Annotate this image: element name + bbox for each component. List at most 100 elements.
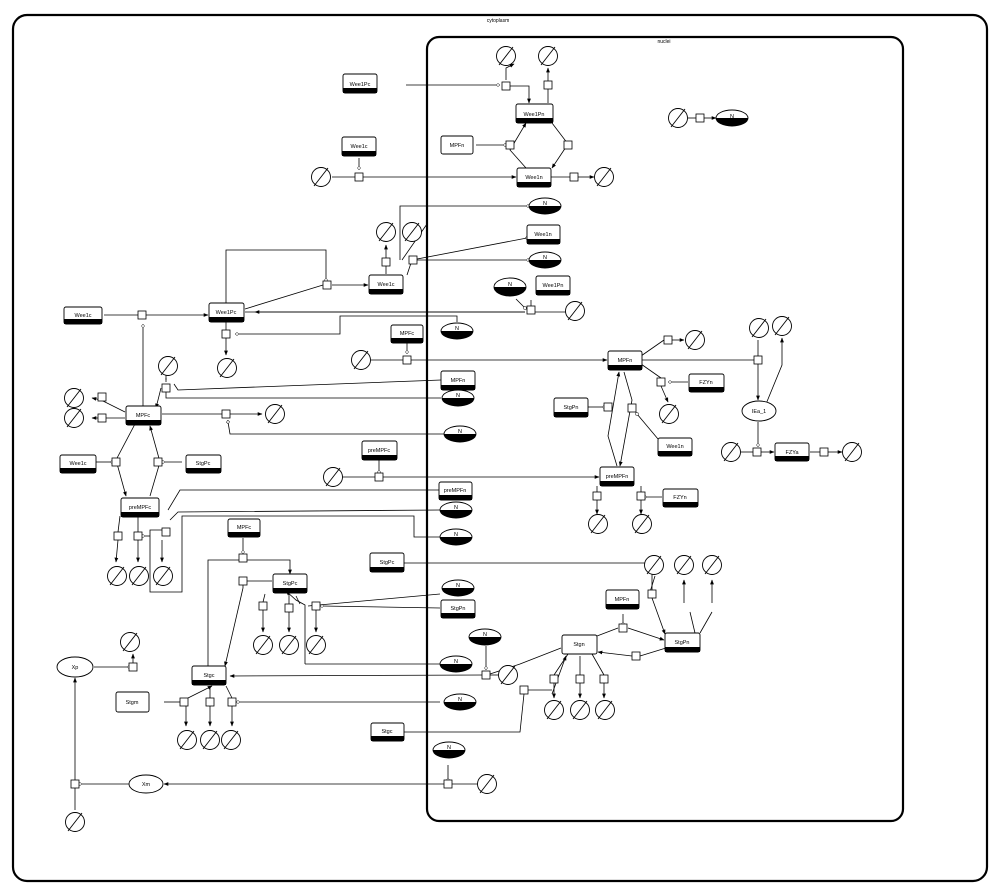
svg-text:preMPFn: preMPFn <box>444 488 467 494</box>
node-n-14[interactable]: N <box>432 741 466 759</box>
node-prempfc-left[interactable]: preMPFc <box>120 497 160 518</box>
node-n-top[interactable]: N <box>715 109 749 127</box>
svg-text:Xm: Xm <box>142 782 151 788</box>
empty-set-node <box>120 632 140 652</box>
node-mpfn-in[interactable]: MPFn <box>440 370 476 391</box>
edge <box>173 379 442 391</box>
node-n-10[interactable]: N <box>441 579 475 597</box>
node-stgpc-center[interactable]: StgPc <box>272 573 308 594</box>
process-node <box>752 447 762 457</box>
svg-text:StgPc: StgPc <box>283 581 298 587</box>
process-node <box>128 662 138 672</box>
node-stgpn-center[interactable]: StgPn <box>664 632 701 653</box>
edge <box>689 611 696 634</box>
node-mpfc-left[interactable]: MPFc <box>125 405 162 426</box>
process-node <box>111 457 121 467</box>
node-fzya[interactable]: FZYa <box>774 442 810 462</box>
node-fzyn-2[interactable]: FZYn <box>662 488 699 508</box>
node-wee1n-top[interactable]: Wee1n <box>516 167 552 188</box>
node-wee1c-mid[interactable]: Wee1c <box>368 274 404 295</box>
empty-set-node <box>351 350 371 370</box>
node-prempfc-in[interactable]: preMPFc <box>361 440 398 461</box>
empty-set-node <box>477 774 497 794</box>
node-n-4[interactable]: N <box>493 277 527 297</box>
node-wee1c-top[interactable]: Wee1c <box>341 136 377 157</box>
node-prempfn-in[interactable]: preMPFn <box>438 481 473 501</box>
node-n-6[interactable]: N <box>441 389 475 407</box>
process-node <box>161 383 171 393</box>
node-n-12[interactable]: N <box>439 655 473 673</box>
empty-set-node <box>129 566 149 586</box>
node-fzyn-1[interactable]: FZYn <box>688 373 725 393</box>
edge <box>295 595 301 605</box>
node-mpfc-in[interactable]: MPFc <box>390 324 424 344</box>
node-iea1[interactable]: IEa_1 <box>741 400 777 422</box>
node-wee1c-left[interactable]: Wee1c <box>63 306 103 325</box>
node-n-7[interactable]: N <box>443 425 477 443</box>
edge <box>169 509 441 521</box>
edge <box>285 590 306 664</box>
node-n-9[interactable]: N <box>439 528 473 546</box>
node-stgpn-in[interactable]: StgPn <box>440 599 476 619</box>
node-wee1c-low[interactable]: Wee1c <box>59 454 97 474</box>
node-xm[interactable]: Xm <box>128 774 164 794</box>
node-mpfc-low[interactable]: MPFc <box>227 518 261 538</box>
node-stgc-in[interactable]: Stgc <box>370 722 405 742</box>
node-mpfn-top[interactable]: MPFn <box>440 135 474 155</box>
edge <box>627 627 665 641</box>
svg-text:FZYn: FZYn <box>699 380 712 386</box>
svg-text:MPFc: MPFc <box>136 413 151 419</box>
edge <box>91 397 126 413</box>
node-wee1pc-top[interactable]: Wee1Pc <box>342 73 378 94</box>
edge <box>765 337 784 405</box>
node-stgpn-r[interactable]: StgPn <box>553 397 589 418</box>
compartment-nuclei: nuclei <box>425 35 905 823</box>
svg-text:MPFn: MPFn <box>615 597 630 603</box>
node-stgpc-in[interactable]: StgPc <box>369 552 405 573</box>
process-node <box>161 527 171 537</box>
node-mpfn-center[interactable]: MPFn <box>607 350 643 371</box>
node-stgm[interactable]: Stgm <box>115 691 150 713</box>
empty-set-node <box>702 555 722 575</box>
node-prempfn-center[interactable]: preMPFn <box>599 466 635 487</box>
process-node <box>113 531 123 541</box>
process-node <box>592 491 602 501</box>
node-mpfn-low[interactable]: MPFn <box>605 589 640 610</box>
svg-text:N: N <box>455 326 459 332</box>
node-n-5[interactable]: N <box>440 322 474 340</box>
edge <box>660 385 669 403</box>
empty-set-node <box>279 635 299 655</box>
node-wee1pn-top[interactable]: Wee1Pn <box>515 103 554 124</box>
compartment-label: nuclei <box>657 39 670 45</box>
empty-set-node <box>595 700 615 720</box>
svg-text:Stgc: Stgc <box>381 729 392 735</box>
svg-text:Stgm: Stgm <box>126 700 139 706</box>
node-wee1pc-mid[interactable]: Wee1Pc <box>208 302 245 323</box>
node-wee1pn-2[interactable]: Wee1Pn <box>535 275 571 296</box>
node-n-8[interactable]: N <box>439 501 473 519</box>
node-xp[interactable]: Xp <box>56 656 94 678</box>
svg-text:preMPFn: preMPFn <box>606 474 629 480</box>
process-node <box>563 140 573 150</box>
node-stgpc-left[interactable]: StgPc <box>185 454 222 474</box>
node-stgc-center[interactable]: Stgc <box>191 665 227 686</box>
empty-set-node <box>685 330 705 350</box>
node-n-11[interactable]: N <box>468 628 502 646</box>
process-node <box>501 81 511 91</box>
node-n-13[interactable]: N <box>443 693 477 711</box>
node-n-3[interactable]: N <box>528 251 562 269</box>
svg-text:N: N <box>458 429 462 435</box>
edge <box>607 371 621 467</box>
process-node <box>153 457 163 467</box>
empty-set-node <box>538 46 558 66</box>
svg-text:Wee1n: Wee1n <box>525 175 542 181</box>
node-n-2[interactable]: N <box>528 197 562 215</box>
node-wee1n-r[interactable]: Wee1n <box>657 437 693 457</box>
node-wee1n-2[interactable]: Wee1n <box>526 224 561 245</box>
process-node <box>656 377 666 387</box>
edge <box>114 539 119 563</box>
svg-text:Wee1n: Wee1n <box>534 232 551 238</box>
node-stgn[interactable]: Stgn <box>561 634 598 655</box>
svg-text:StgPn: StgPn <box>564 405 579 411</box>
compartment-cytoplasm: cytoplasm <box>11 13 989 883</box>
